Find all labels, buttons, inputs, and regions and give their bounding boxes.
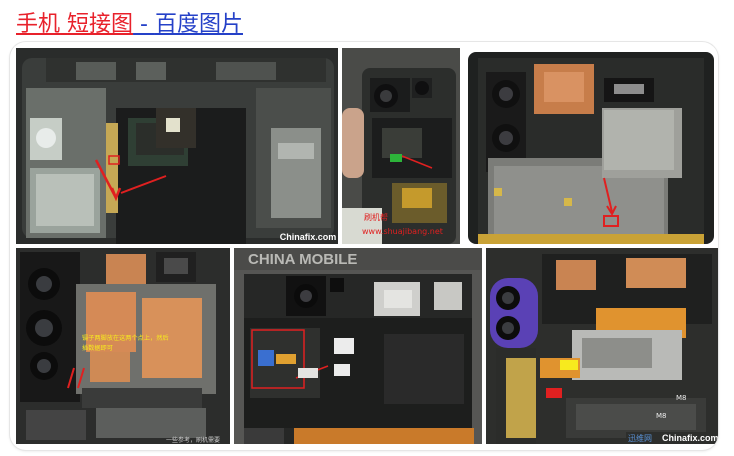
result-image-5[interactable]: CHINA MOBILE [234, 248, 482, 444]
brand-text: 迅维网 [628, 433, 652, 443]
result-image-2[interactable]: 刷机帮 www.shuajibang.net [342, 48, 460, 244]
annotation-line2: 插数据即可 [82, 344, 113, 352]
result-image-6[interactable]: M8 M8 迅维网 Chinafix.com [486, 248, 718, 444]
image-url: www.shuajibang.net [362, 227, 443, 236]
result-image-4[interactable]: 镊子两脚放在这两个点上，然后 插数据即可 一些参考，刷机需要 [16, 248, 230, 444]
watermark-text: CHINA MOBILE [248, 251, 357, 268]
board-mark-2: M8 [676, 394, 687, 402]
watermark-text: Chinafix.com [280, 232, 337, 242]
footer-text: 一些参考，刷机需要 [166, 436, 220, 444]
results-title: 手机 短接图 - 百度图片 [16, 10, 243, 40]
annotation-line1: 镊子两脚放在这两个点上，然后 [82, 334, 169, 342]
source-link[interactable]: - 百度图片 [133, 12, 243, 37]
query-link[interactable]: 手机 短接图 [16, 12, 134, 37]
board-mark-1: M8 [656, 412, 667, 420]
watermark-text: Chinafix.com [662, 433, 718, 443]
image-label: 刷机帮 [364, 212, 388, 222]
image-results-card: Chinafix.com 刷机帮 www.shuajibang.net [10, 42, 718, 450]
result-image-1[interactable]: Chinafix.com [16, 48, 338, 244]
result-image-3[interactable] [464, 48, 718, 244]
